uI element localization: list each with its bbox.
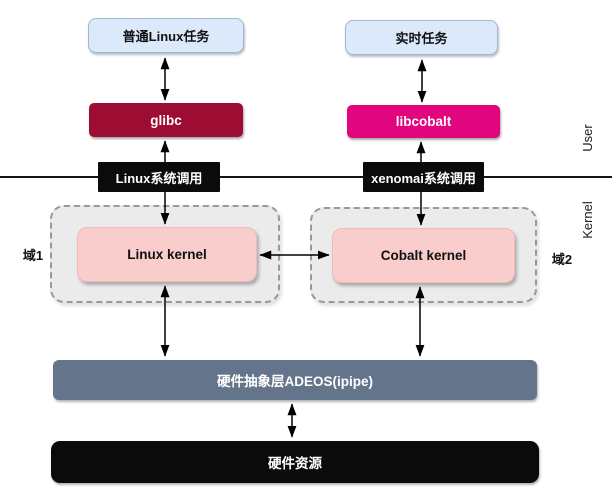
normal-linux-task-box: 普通Linux任务 xyxy=(88,18,244,53)
domain2-label: 域2 xyxy=(551,252,573,267)
user-kernel-divider xyxy=(0,176,612,178)
linux-kernel-label: Linux kernel xyxy=(127,247,207,262)
adeos-box: 硬件抽象层ADEOS(ipipe) xyxy=(53,360,537,400)
libcobalt-label: libcobalt xyxy=(395,114,452,129)
user-space-label: User xyxy=(580,124,595,152)
realtime-task-label: 实时任务 xyxy=(395,31,448,46)
adeos-label: 硬件抽象层ADEOS(ipipe) xyxy=(216,374,373,389)
glibc-box: glibc xyxy=(89,103,243,137)
cobalt-kernel-label: Cobalt kernel xyxy=(380,248,467,263)
glibc-label: glibc xyxy=(150,112,182,128)
linux-syscall-box: Linux系统调用 xyxy=(98,162,220,192)
xenomai-syscall-label: xenomai系统调用 xyxy=(371,170,476,186)
cobalt-kernel-box: Cobalt kernel xyxy=(332,228,515,283)
domain1-label: 域1 xyxy=(22,248,44,263)
normal-linux-task-label: 普通Linux任务 xyxy=(122,29,210,44)
hardware-box: 硬件资源 xyxy=(51,441,539,483)
xenomai-syscall-box: xenomai系统调用 xyxy=(363,162,484,192)
linux-syscall-label: Linux系统调用 xyxy=(115,170,203,186)
libcobalt-box: libcobalt xyxy=(347,105,500,138)
kernel-space-label: Kernel xyxy=(580,201,595,239)
linux-kernel-box: Linux kernel xyxy=(77,227,257,282)
hardware-label: 硬件资源 xyxy=(268,456,322,471)
realtime-task-box: 实时任务 xyxy=(345,20,498,55)
